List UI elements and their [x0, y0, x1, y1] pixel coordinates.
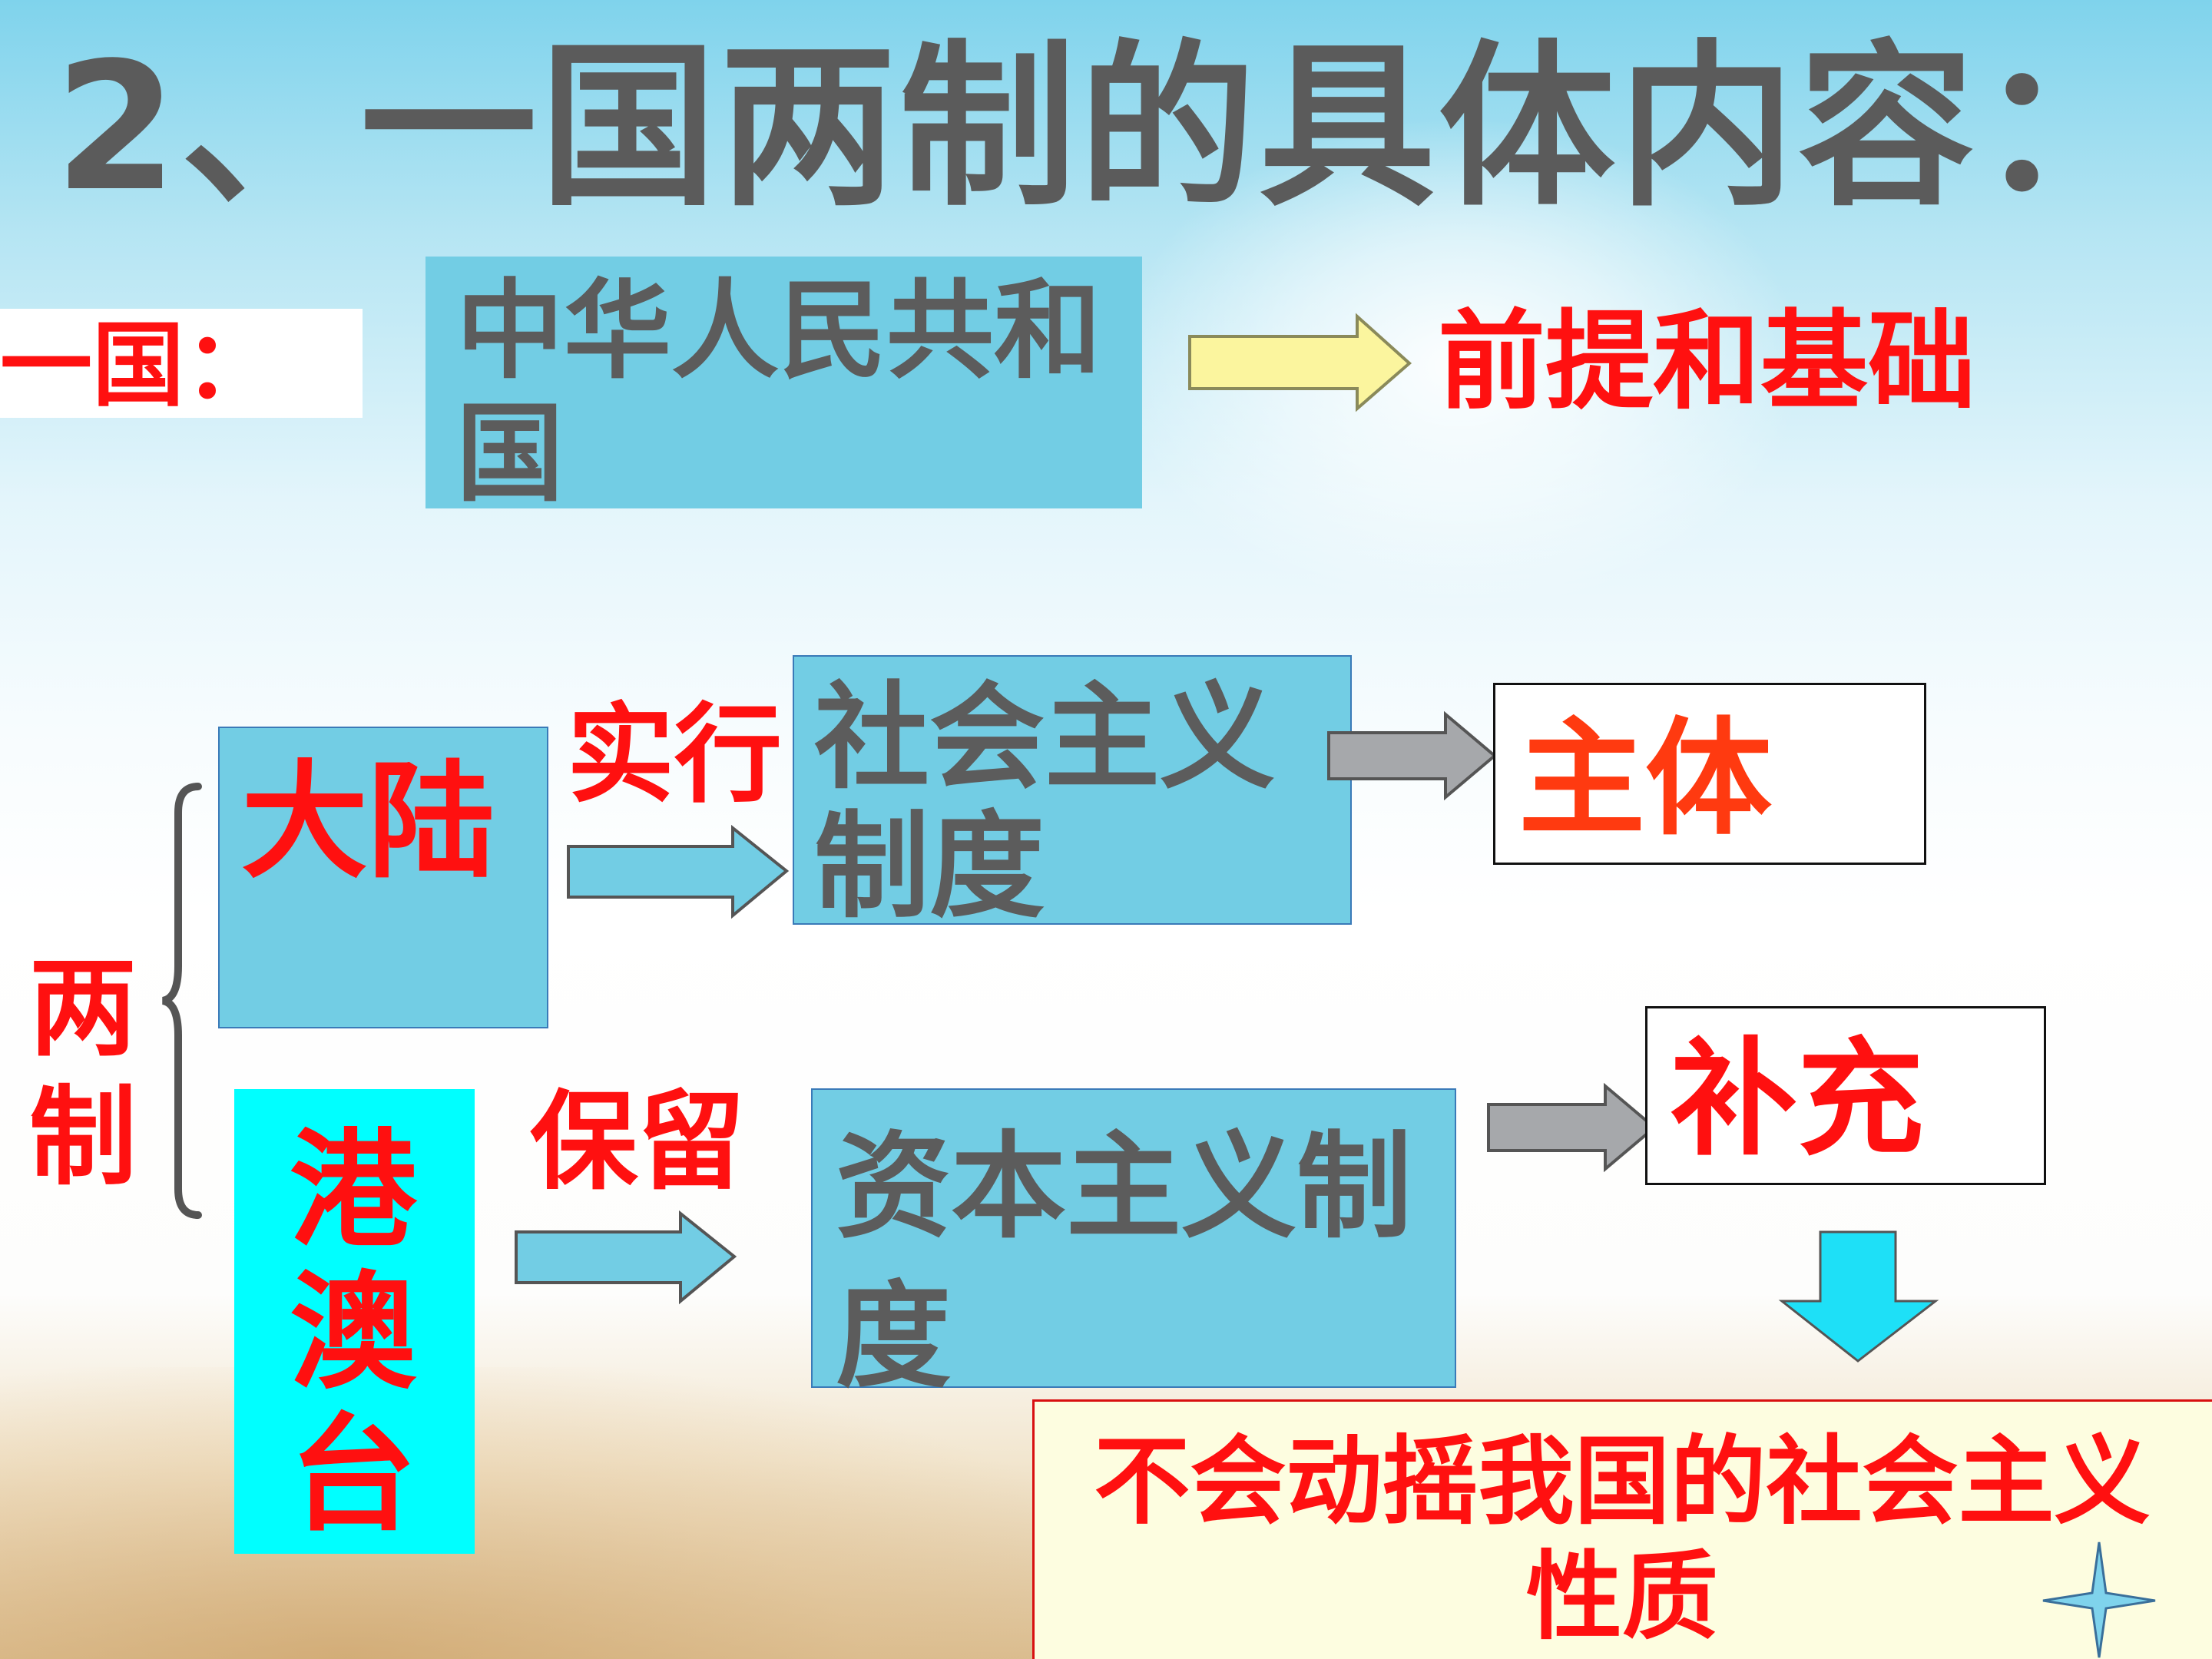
- yiguo-arrow: [1188, 313, 1412, 412]
- mainland-role: 主体: [1518, 705, 1772, 853]
- hmt-verb: 保留: [530, 1080, 746, 1205]
- socialism-arrow: [1327, 710, 1498, 801]
- mainland-box: 大陆: [218, 727, 548, 1028]
- mainland-region: 大陆: [241, 748, 495, 896]
- mainland-verb: 实行: [567, 693, 783, 818]
- yiguo-box: 中华人民共和国: [426, 257, 1142, 516]
- yiguo-label: 一国：: [0, 313, 276, 419]
- down-arrow: [1778, 1230, 1939, 1363]
- liangzhi-label: 两制: [29, 946, 137, 1200]
- hmt-box: 港澳台: [234, 1089, 475, 1554]
- capitalism-arrow: [1487, 1082, 1657, 1173]
- conclusion-box: 不会动摇我国的社会主义性质: [1032, 1399, 2212, 1659]
- capitalism-text: 资本主义制度: [836, 1121, 1412, 1404]
- hmt-region: 港澳台: [290, 1117, 416, 1548]
- capitalism-box: 资本主义制度: [811, 1088, 1456, 1404]
- conclusion-text: 不会动摇我国的社会主义性质: [1094, 1426, 2151, 1653]
- yiguo-label-box: 一国：: [0, 309, 363, 418]
- hmt-arrow: [515, 1210, 737, 1305]
- mainland-role-box: 主体: [1493, 683, 1926, 865]
- socialism-box: 社会主义制度: [793, 655, 1352, 932]
- mainland-arrow: [567, 824, 790, 919]
- brace-icon: [161, 783, 202, 1219]
- hmt-role: 补充: [1671, 1025, 1924, 1173]
- sparkle-icon: [2042, 1541, 2156, 1658]
- yiguo-result: 前提和基础: [1438, 300, 1976, 425]
- hmt-role-box: 补充: [1645, 1006, 2046, 1185]
- page-title: 2、一国两制的具体内容：: [54, 25, 2158, 230]
- background-sand: [0, 1367, 1152, 1659]
- socialism-text: 社会主义制度: [814, 671, 1276, 934]
- yiguo-box-text: 中华人民共和国: [456, 269, 1102, 517]
